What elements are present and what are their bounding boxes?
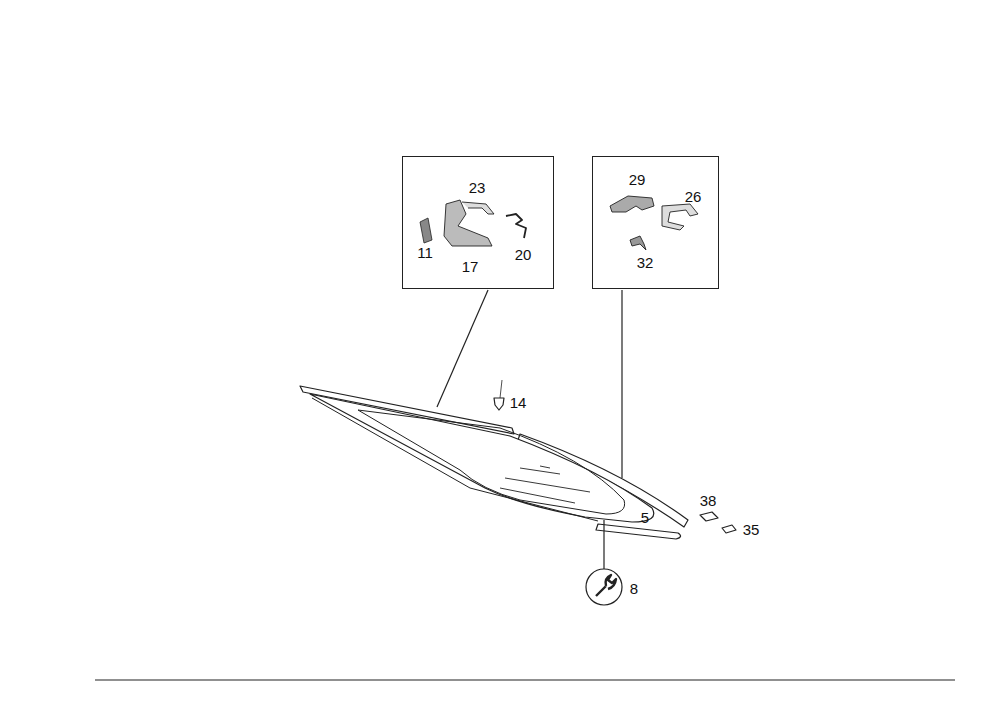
callout-number: 23 (469, 180, 486, 195)
callout-number: 5 (641, 510, 649, 525)
glass-inner (358, 410, 625, 514)
inset-box: 29 26 32 (592, 156, 719, 289)
callout-number: 11 (417, 245, 433, 260)
leader-line (603, 520, 604, 569)
glass-panel (310, 394, 654, 522)
callout-number: 26 (685, 189, 702, 204)
leader-line (437, 290, 488, 407)
callout-number: 32 (637, 255, 654, 270)
callout-number: 20 (515, 247, 532, 262)
callout-number: 29 (629, 172, 646, 187)
leader-line (621, 290, 622, 478)
callout-number: 8 (630, 581, 638, 596)
callout-number: 38 (700, 493, 717, 508)
callout-number: 14 (510, 395, 527, 410)
moulding (596, 524, 681, 539)
inset-box: 23 11 17 20 (402, 156, 554, 289)
callout-number: 17 (462, 259, 479, 274)
tool-symbol (586, 569, 622, 605)
callout-number: 35 (743, 522, 760, 537)
